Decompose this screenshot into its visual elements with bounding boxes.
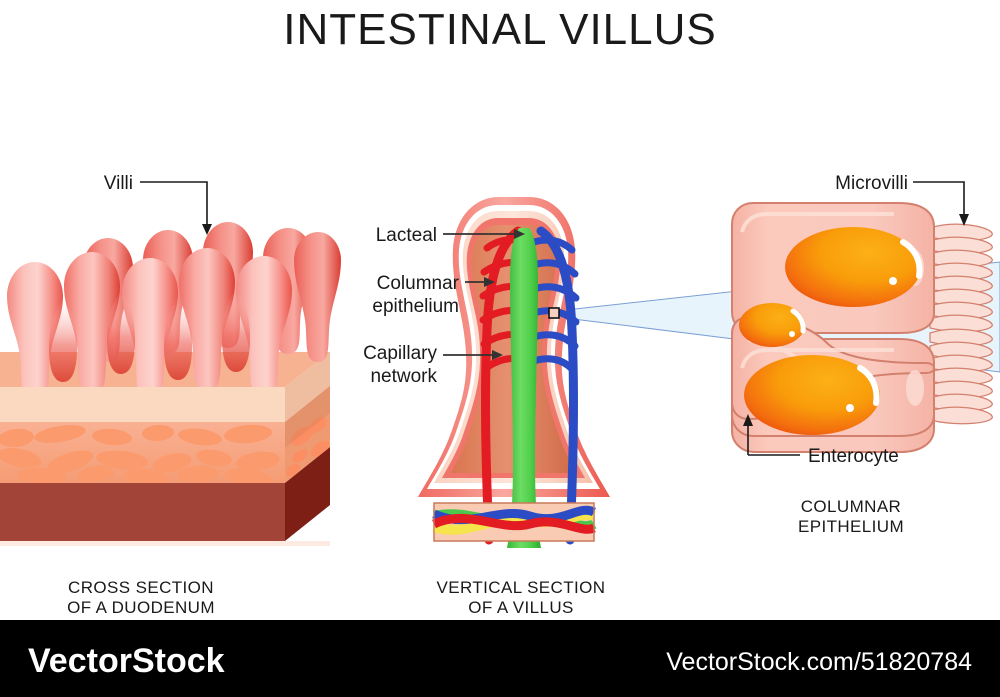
side-muscle-cells [285, 417, 330, 477]
zoom-origin-marker [548, 307, 560, 319]
label-lacteal: Lacteal [376, 225, 437, 246]
villi-leader-line [140, 181, 212, 235]
label-enterocyte: Enterocyte [808, 446, 899, 467]
villus-base-vessels [432, 502, 597, 542]
duodenum-serosa-layer [0, 483, 285, 541]
page-title: INTESTINAL VILLUS [283, 5, 717, 54]
microvilli [929, 223, 993, 425]
nucleus-top [785, 227, 921, 307]
duodenum-block-side [285, 352, 330, 541]
caption-right-line2: EPITHELIUM [798, 517, 904, 536]
label-capillary-network-line2: network [370, 366, 437, 387]
watermark-bar: VectorStock VectorStock.com/51820784 [0, 620, 1000, 697]
watermark-url: VectorStock.com/51820784 [666, 648, 972, 676]
label-columnar-epithelium-line2: epithelium [372, 296, 459, 317]
caption-right-line1: COLUMNAR [801, 497, 902, 516]
muscle-cell-blobs [0, 424, 280, 483]
enterocyte-leader-line [743, 414, 800, 456]
lacteal-vessel [507, 228, 541, 548]
villi-front-row [7, 248, 292, 402]
middle-panel-villus: Lacteal Columnar epithelium Capillary ne… [363, 197, 610, 617]
capillary-network-leader-line [443, 350, 503, 360]
caption-middle-line1: VERTICAL SECTION [437, 578, 606, 597]
label-capillary-network-line1: Capillary [363, 343, 437, 364]
label-columnar-epithelium-line1: Columnar [377, 273, 460, 294]
cell-nuclei [739, 227, 923, 435]
nucleus-middle [739, 303, 805, 347]
label-villi: Villi [104, 173, 133, 194]
caption-left-line2: OF A DUODENUM [67, 598, 215, 617]
duodenum-block-shadow [0, 541, 330, 546]
nucleus-bottom [744, 355, 880, 435]
label-microvilli: Microvilli [835, 173, 908, 194]
duodenum-submucosa-layer [0, 387, 285, 423]
lacteal-leader-line [443, 229, 525, 239]
caption-middle-line2: OF A VILLUS [468, 598, 574, 617]
watermark-logo: VectorStock [28, 642, 225, 680]
caption-left-line1: CROSS SECTION [68, 578, 214, 597]
columnar-epithelium-leader-line [465, 277, 495, 287]
microvilli-leader-line [913, 181, 969, 226]
right-panel-epithelium: Microvilli Enterocyte COLUMNAR EPITHELIU… [731, 173, 993, 536]
left-panel-duodenum: Villi CROSS SECTION OF A DUODENUM [0, 173, 341, 617]
